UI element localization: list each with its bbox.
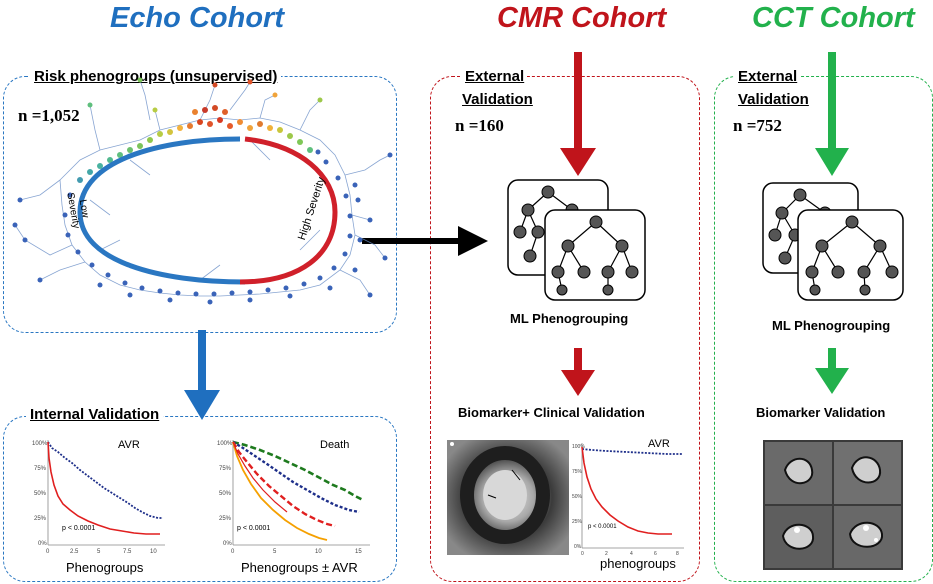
death-y-tick-75: 75% bbox=[219, 466, 232, 472]
death-series-navy bbox=[232, 440, 360, 514]
avr-series-high-risk bbox=[47, 441, 160, 535]
cmr-series-low-risk bbox=[581, 448, 682, 455]
death-series-green bbox=[232, 440, 364, 502]
echo-down-arrow bbox=[184, 330, 220, 420]
cmr-x-tick-2: 4 bbox=[630, 551, 633, 557]
network-nodes-cool bbox=[12, 77, 393, 305]
cmr-km-axes bbox=[581, 443, 684, 549]
avr-y-tick-75: 75% bbox=[34, 466, 47, 472]
avr-km-chart: 100% 75% 50% 25% 0% 0 2.5 5 7.5 10 AVR p… bbox=[32, 439, 165, 555]
cct-n-count: n =752 bbox=[733, 116, 782, 135]
death-p-value: p < 0.0001 bbox=[237, 525, 270, 532]
cmr-n-count: n =160 bbox=[455, 116, 504, 135]
death-x-tick-1: 5 bbox=[273, 549, 277, 555]
death-x-tick-0: 0 bbox=[231, 549, 235, 555]
death-series-red-solid bbox=[232, 441, 288, 513]
high-severity-arc-visible bbox=[239, 136, 338, 285]
avr-xlabel: Phenogroups bbox=[66, 560, 144, 575]
network-nodes-warm bbox=[77, 105, 313, 183]
avr-x-tick-3: 7.5 bbox=[123, 549, 132, 555]
cct-validation-line2: Validation bbox=[738, 91, 809, 108]
avr-km-axes bbox=[47, 440, 165, 546]
avr-x-tick-4: 10 bbox=[150, 549, 157, 555]
cct-mid-arrow bbox=[815, 348, 849, 394]
avr-series-low-risk bbox=[47, 441, 163, 519]
cmr-xlabel: phenogroups bbox=[600, 556, 676, 571]
cmr-y-tick-100: 100% bbox=[572, 444, 585, 450]
cmr-y-tick-75: 75% bbox=[572, 469, 583, 475]
cmr-x-tick-3: 6 bbox=[654, 551, 657, 557]
death-series-orange bbox=[232, 441, 328, 541]
death-km-axes bbox=[232, 440, 370, 546]
death-km-chart: 100% 75% 50% 25% 0% 0 5 10 15 Death p < … bbox=[217, 439, 370, 555]
avr-chart-label: AVR bbox=[118, 439, 140, 451]
cct-tree-front bbox=[797, 209, 904, 301]
avr-x-tick-2: 5 bbox=[97, 549, 101, 555]
death-series-red bbox=[231, 441, 336, 528]
avr-y-tick-0: 0% bbox=[38, 541, 47, 547]
avr-x-tick-0: 0 bbox=[46, 549, 50, 555]
cmr-biomarker-clinical-label: Biomarker+ Clinical Validation bbox=[458, 405, 645, 420]
avr-y-tick-100: 100% bbox=[32, 441, 48, 447]
cmr-validation-line2: Validation bbox=[462, 91, 533, 108]
cmr-p-value: p < 0.0001 bbox=[588, 524, 617, 530]
cmr-validation-line1: External bbox=[462, 68, 528, 85]
cct-validation-line1: External bbox=[735, 68, 801, 85]
cmr-km-chart: 100% 75% 50% 25% 0% 0 2 4 6 8 AVR p < 0.… bbox=[572, 438, 684, 557]
cct-image-grid bbox=[763, 440, 903, 570]
low-severity-arc bbox=[77, 136, 246, 285]
cmr-x-tick-1: 2 bbox=[605, 551, 608, 557]
cmr-mri-image bbox=[447, 440, 569, 555]
death-y-tick-0: 0% bbox=[223, 541, 232, 547]
cmr-y-tick-0: 0% bbox=[574, 544, 582, 550]
risk-phenogroups-label: Risk phenogroups (unsupervised) bbox=[30, 68, 282, 85]
cmr-cohort-title: CMR Cohort bbox=[497, 2, 667, 34]
cmr-ml-phenogrouping-label: ML Phenogrouping bbox=[510, 311, 629, 326]
avr-y-tick-25: 25% bbox=[34, 516, 47, 522]
echo-network-graph bbox=[12, 77, 393, 305]
cct-ml-phenogrouping-label: ML Phenogrouping bbox=[772, 318, 891, 333]
death-chart-label: Death bbox=[320, 439, 349, 451]
avr-y-tick-50: 50% bbox=[34, 491, 47, 497]
cmr-chart-label: AVR bbox=[648, 438, 670, 450]
internal-validation-label: Internal Validation bbox=[26, 406, 164, 423]
cmr-tree-front bbox=[544, 209, 646, 301]
cct-cohort-title: CCT Cohort bbox=[752, 2, 915, 34]
cmr-y-tick-50: 50% bbox=[572, 494, 583, 500]
cmr-y-tick-25: 25% bbox=[572, 519, 583, 525]
cmr-panel bbox=[430, 76, 700, 582]
avr-p-value: p < 0.0001 bbox=[62, 525, 95, 532]
cmr-mid-arrow bbox=[561, 348, 595, 396]
echo-cohort-title: Echo Cohort bbox=[110, 2, 284, 34]
death-y-tick-25: 25% bbox=[219, 516, 232, 522]
cct-biomarker-validation-label: Biomarker Validation bbox=[756, 405, 886, 420]
death-x-tick-2: 10 bbox=[315, 549, 322, 555]
cct-top-arrow bbox=[815, 52, 849, 176]
cmr-x-tick-0: 0 bbox=[581, 551, 584, 557]
cmr-top-arrow bbox=[560, 52, 596, 176]
echo-n-count: n =1,052 bbox=[18, 106, 80, 125]
cmr-x-tick-4: 8 bbox=[676, 551, 679, 557]
death-y-tick-50: 50% bbox=[219, 491, 232, 497]
death-xlabel: Phenogroups ± AVR bbox=[241, 560, 358, 575]
death-x-tick-3: 15 bbox=[355, 549, 362, 555]
cmr-series-high-risk bbox=[581, 446, 672, 535]
avr-x-tick-1: 2.5 bbox=[70, 549, 79, 555]
echo-to-cmr-arrow bbox=[362, 226, 488, 256]
death-y-tick-100: 100% bbox=[217, 441, 233, 447]
